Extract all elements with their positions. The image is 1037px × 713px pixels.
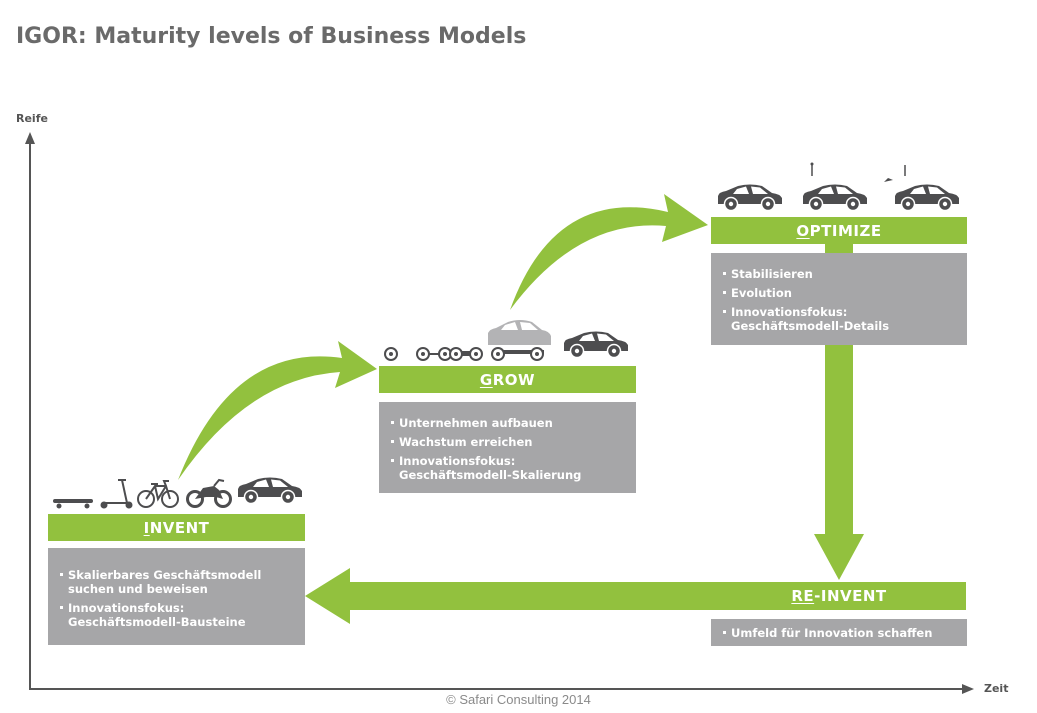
reinvent-description-box: Umfeld für Innovation schaffen: [711, 619, 967, 646]
invent-bullet: Innovationsfokus: Geschäftsmodell-Bauste…: [60, 601, 295, 629]
reinvent-first-letter: RE: [791, 587, 815, 605]
scooter-icon: [100, 479, 133, 509]
car-trunk-icon: [884, 165, 960, 212]
bicycle-icon: [137, 480, 179, 508]
car-icon: [563, 330, 629, 359]
skateboard-icon: [53, 499, 93, 509]
grow-vehicle-icons: [384, 320, 629, 361]
page-title: IGOR: Maturity levels of Business Models: [16, 24, 527, 49]
optimize-label-rest: PTIMIZE: [809, 221, 882, 240]
motorcycle-icon: [186, 478, 232, 508]
x-axis: [30, 684, 974, 694]
car-body-icon: [488, 320, 551, 361]
optimize-bullet: Innovationsfokus: Geschäftsmodell-Detail…: [723, 305, 957, 333]
invent-label-rest: NVENT: [149, 518, 210, 537]
invent-first-letter: I: [143, 518, 150, 537]
grow-bullet: Innovationsfokus: Geschäftsmodell-Skalie…: [391, 454, 626, 482]
optimize-bullet: Stabilisieren: [723, 267, 957, 281]
grow-first-letter: G: [479, 370, 493, 389]
car-icon: [717, 183, 783, 212]
optimize-first-letter: O: [796, 221, 810, 240]
reinvent-to-invent-arrow: [305, 568, 966, 624]
reinvent-bullet: Umfeld für Innovation schaffen: [723, 626, 957, 640]
grow-label-rest: ROW: [492, 370, 536, 389]
grow-bullet: Wachstum erreichen: [391, 435, 626, 449]
axle-icon: [416, 347, 452, 361]
x-axis-label: Zeit: [984, 682, 1009, 695]
y-axis-label: Reife: [16, 112, 48, 125]
car-icon: [237, 476, 303, 505]
invent-to-grow-arrow: [178, 341, 377, 480]
copyright-footer: © Safari Consulting 2014: [446, 692, 591, 707]
y-axis: [25, 132, 35, 690]
optimize-bullet: Evolution: [723, 286, 957, 300]
optimize-vehicle-icons: [717, 162, 960, 212]
grow-to-optimize-arrow: [510, 194, 708, 310]
grow-description-box: Unternehmen aufbauen Wachstum erreichen …: [379, 402, 636, 493]
invent-description-box: Skalierbares Geschäftsmodell suchen und …: [48, 548, 305, 645]
optimize-description-box: Stabilisieren Evolution Innovationsfokus…: [711, 253, 967, 345]
car-antenna-icon: [802, 162, 868, 212]
invent-vehicle-icons: [53, 476, 303, 509]
grow-bullet: Unternehmen aufbauen: [391, 416, 626, 430]
reinvent-label-rest: -INVENT: [814, 587, 887, 605]
invent-bullet: Skalierbares Geschäftsmodell suchen und …: [60, 568, 295, 596]
reinvent-stage-bar: RE-INVENT: [774, 582, 904, 610]
chassis-icon: [449, 347, 483, 361]
wheel-icon: [384, 347, 398, 361]
